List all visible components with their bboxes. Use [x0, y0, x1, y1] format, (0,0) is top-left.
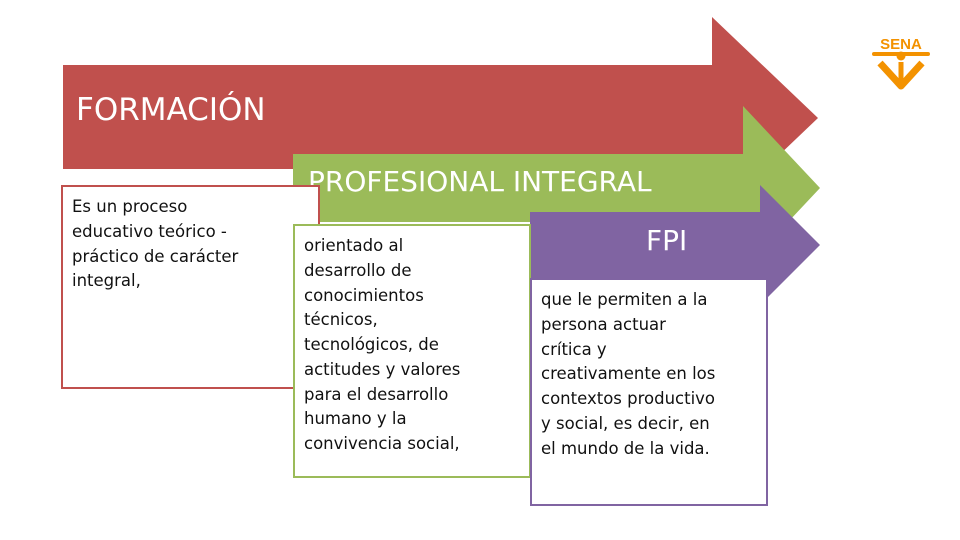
- formacion-line: Es un proceso: [72, 197, 188, 216]
- formacion-line: educativo teórico -: [72, 221, 227, 241]
- profesional-description-box: orientado al desarrollo de conocimientos…: [293, 224, 531, 478]
- profesional-arrow: [293, 106, 820, 270]
- profesional-line: para el desarrollo: [304, 384, 449, 404]
- formacion-line: práctico de carácter: [72, 246, 239, 266]
- profesional-title: PROFESIONAL INTEGRAL: [308, 165, 652, 198]
- fpi-title: FPI: [646, 224, 688, 257]
- sena-logo-text: SENA: [880, 36, 922, 53]
- fpi-description-box: que le permiten a la persona actuar crít…: [530, 278, 768, 506]
- profesional-line: tecnológicos, de: [304, 335, 439, 354]
- formacion-description-box: Es un proceso educativo teórico - prácti…: [61, 185, 320, 389]
- formacion-title: FORMACIÓN: [76, 92, 266, 128]
- fpi-line: creativamente en los: [541, 364, 716, 384]
- profesional-line: orientado al: [304, 236, 404, 255]
- profesional-line: convivencia social,: [304, 434, 460, 453]
- fpi-line: crítica y: [541, 339, 607, 359]
- fpi-line: que le permiten a la: [541, 290, 708, 309]
- fpi-line: el mundo de la vida.: [541, 438, 710, 458]
- sena-logo: SENA: [872, 36, 930, 90]
- fpi-line: persona actuar: [541, 314, 666, 334]
- profesional-line: humano y la: [304, 409, 407, 429]
- profesional-line: técnicos,: [304, 310, 378, 330]
- profesional-line: conocimientos: [304, 285, 424, 305]
- fpi-line: contextos productivo: [541, 389, 716, 408]
- formacion-line: integral,: [72, 271, 141, 291]
- profesional-line: actitudes y valores: [304, 359, 461, 379]
- profesional-line: desarrollo de: [304, 260, 412, 280]
- fpi-arrow: [530, 185, 820, 305]
- fpi-line: y social, es decir, en: [541, 413, 710, 433]
